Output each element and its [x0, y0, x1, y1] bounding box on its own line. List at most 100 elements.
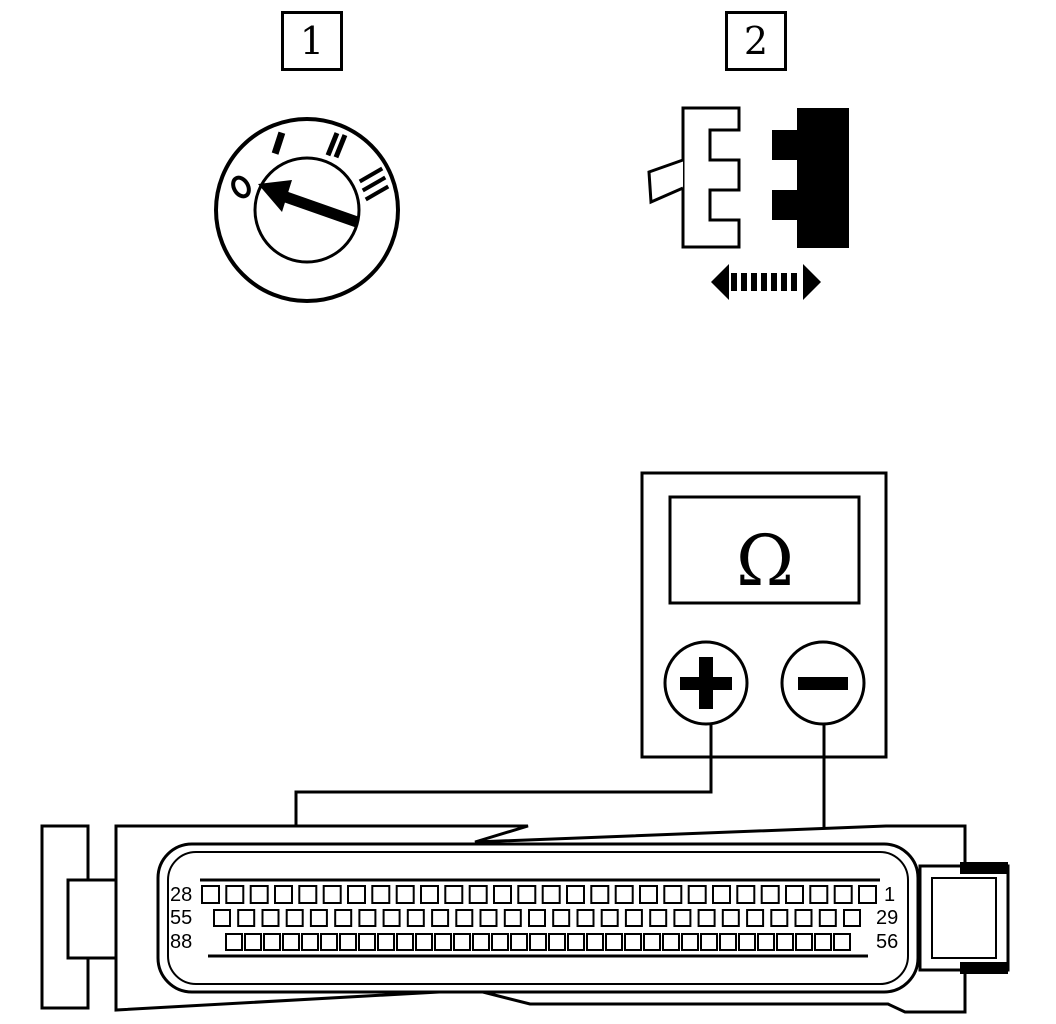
connector-pin-44 [479, 909, 498, 927]
connector-pin-76 [453, 933, 471, 951]
positive-terminal [663, 640, 749, 726]
connector-pin-67 [624, 933, 642, 951]
connector-pin-86 [263, 933, 281, 951]
connector-pin-7 [712, 885, 731, 904]
ignition-position-2 [325, 132, 348, 159]
connector-disconnect-icon [647, 106, 849, 300]
connector-pin-24 [298, 885, 318, 904]
connector-pin-37 [649, 909, 668, 927]
connector-pin-19 [420, 885, 439, 904]
connector-pin-39 [600, 909, 619, 927]
connector-pin-12 [590, 885, 610, 904]
connector-pin-66 [643, 933, 661, 951]
connector-pin-80 [377, 933, 395, 951]
connector-pin-65 [662, 933, 680, 951]
connector-pin-52 [285, 909, 304, 927]
connector-pin-55 [213, 909, 231, 927]
step-2-label: 2 [725, 11, 787, 71]
connector-pin-73 [510, 933, 528, 951]
connector-pin-27 [225, 885, 245, 904]
connector-pin-84 [301, 933, 319, 951]
connector-pin-23 [322, 885, 342, 904]
row-label-right-2: 29 [876, 907, 898, 929]
connector-pin-46 [431, 909, 450, 927]
ohmmeter-display [668, 495, 861, 605]
connector-pin-64 [681, 933, 699, 951]
connector-pin-45 [455, 909, 474, 927]
connector-pin-26 [249, 885, 269, 904]
connector-pin-32 [770, 909, 789, 927]
connector-pin-5 [760, 885, 780, 904]
ohmmeter: Ω [640, 471, 888, 759]
connector-pin-88 [225, 933, 243, 951]
connector-pin-51 [309, 909, 328, 927]
ecu-connector [40, 824, 1010, 1014]
connector-pin-53 [261, 909, 280, 927]
connector-pin-78 [415, 933, 433, 951]
connector-pin-16 [493, 885, 512, 904]
connector-pin-42 [528, 909, 546, 927]
connector-pin-34 [721, 909, 740, 927]
connector-pin-22 [347, 885, 366, 904]
connector-pin-47 [406, 909, 425, 927]
connector-pin-68 [605, 933, 623, 951]
connector-pin-62 [719, 933, 737, 951]
connector-pin-6 [736, 885, 756, 904]
connector-pin-70 [567, 933, 585, 951]
connector-pin-75 [472, 933, 490, 951]
ignition-position-3 [358, 166, 390, 202]
connector-pin-17 [468, 885, 488, 904]
connector-pin-29 [843, 909, 861, 927]
ignition-switch-icon [214, 117, 400, 303]
connector-pin-49 [358, 909, 377, 927]
connector-pin-21 [371, 885, 391, 904]
negative-terminal [780, 640, 866, 726]
connector-pin-25 [274, 885, 293, 904]
connector-pins [201, 885, 877, 951]
ignition-position-0 [231, 175, 251, 199]
connector-pin-61 [738, 933, 756, 951]
row-label-right-3: 56 [876, 931, 898, 953]
connector-pin-9 [663, 885, 683, 904]
connector-pin-3 [809, 885, 829, 904]
connector-pin-15 [517, 885, 537, 904]
ohm-symbol: Ω [736, 520, 794, 602]
connector-pin-87 [244, 933, 262, 951]
step-1-label: 1 [281, 11, 343, 71]
connector-pin-59 [776, 933, 794, 951]
connector-pin-18 [444, 885, 464, 904]
connector-pin-74 [491, 933, 509, 951]
connector-pin-71 [548, 933, 566, 951]
connector-pin-10 [639, 885, 658, 904]
connector-pin-8 [687, 885, 707, 904]
connector-pin-85 [282, 933, 300, 951]
connector-pin-35 [697, 909, 716, 927]
connector-pin-60 [757, 933, 775, 951]
connector-pin-48 [382, 909, 401, 927]
connector-pin-30 [818, 909, 837, 927]
connector-pin-43 [503, 909, 522, 927]
connector-pin-77 [434, 933, 452, 951]
connector-pin-31 [794, 909, 813, 927]
connector-pin-11 [614, 885, 634, 904]
connector-pin-20 [395, 885, 415, 904]
row-label-left-2: 55 [170, 907, 192, 929]
connector-pin-38 [624, 909, 643, 927]
connector-pin-58 [795, 933, 813, 951]
connector-pin-82 [339, 933, 357, 951]
connector-pin-33 [746, 909, 765, 927]
double-arrow-icon [711, 264, 821, 300]
row-label-left-3: 88 [170, 931, 192, 953]
connector-pin-56 [833, 933, 851, 951]
connector-pin-50 [334, 909, 353, 927]
connector-pin-14 [541, 885, 561, 904]
connector-pin-81 [358, 933, 376, 951]
connector-pin-13 [566, 885, 585, 904]
connector-pin-41 [552, 909, 571, 927]
connector-pin-2 [833, 885, 853, 904]
connector-pin-1 [858, 885, 877, 904]
connector-pin-36 [673, 909, 692, 927]
connector-pin-4 [785, 885, 804, 904]
ignition-key-arrow [258, 180, 359, 228]
